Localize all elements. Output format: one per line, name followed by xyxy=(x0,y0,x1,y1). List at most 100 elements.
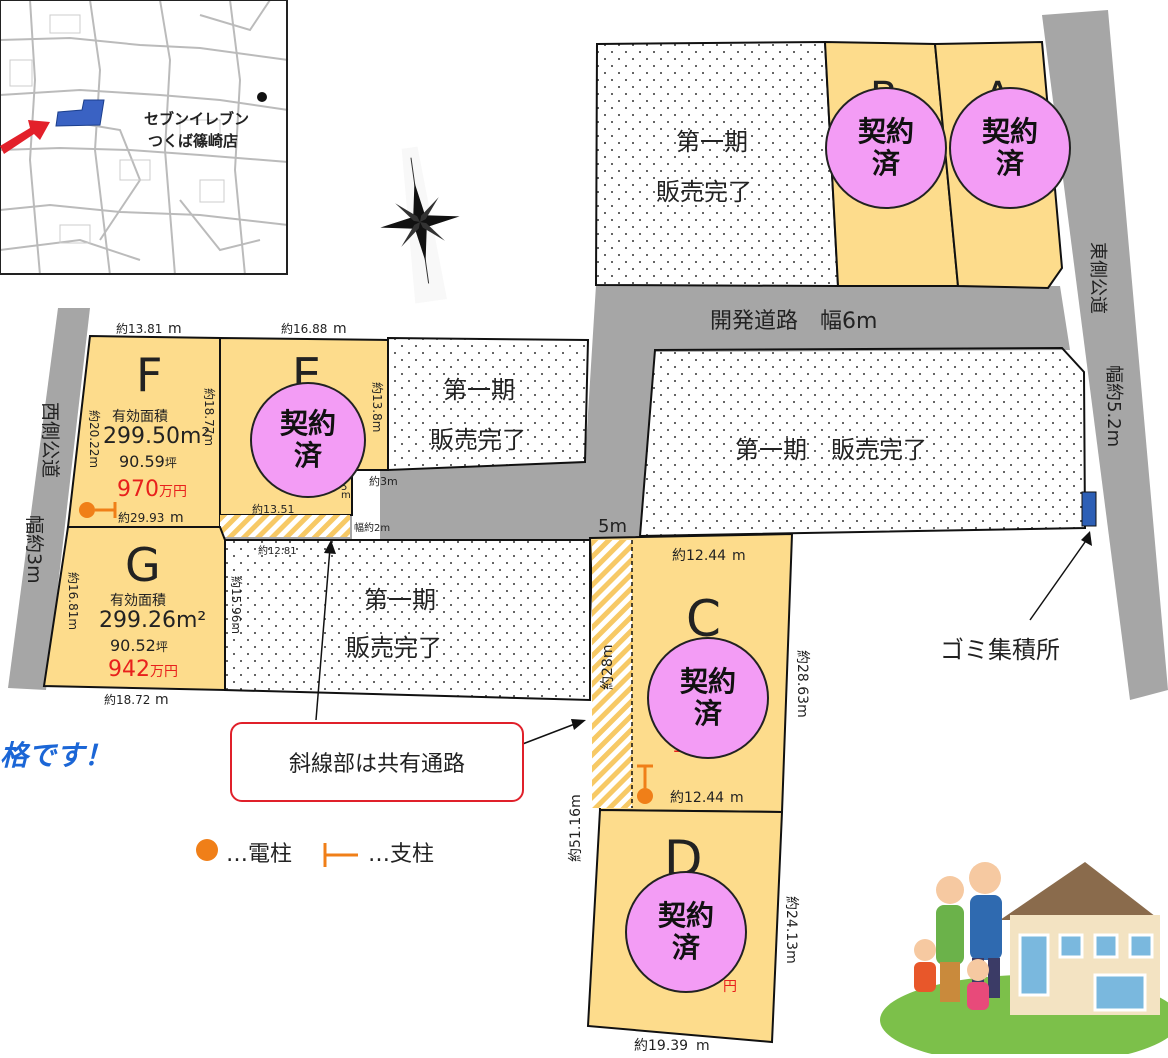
store-name-line2: つくば篠崎店 xyxy=(148,132,239,150)
contract-badge-line2: 済 xyxy=(995,147,1024,180)
garbage-point-label: ゴミ集積所 xyxy=(940,636,1060,664)
legend-pole-icon xyxy=(196,839,218,861)
dim-c-bottom: 約12.44 xyxy=(670,790,724,806)
dim-e-side: 約18.77m xyxy=(202,388,217,446)
lot-f-tsubo-unit: 坪 xyxy=(164,456,177,470)
compass-rose-icon xyxy=(380,146,460,304)
dim-g-top-inner: 約12.81 xyxy=(258,544,297,557)
lot-f-tsubo-value: 90.59 xyxy=(119,452,165,471)
location-arrow-icon xyxy=(0,120,50,154)
lot-f-area-unit: m² xyxy=(179,424,211,449)
lot-f-letter: F xyxy=(136,348,163,402)
sold-area-east xyxy=(638,346,1087,538)
lot-f-tsubo: 90.59坪 xyxy=(119,452,177,471)
hatched-shared-path-f xyxy=(220,515,350,537)
contract-badge-line2: 済 xyxy=(293,439,322,472)
legend-pole-label: …電柱 xyxy=(226,842,293,867)
lot-f-price-value: 970 xyxy=(117,477,159,502)
contract-badge-line2: 済 xyxy=(671,931,700,964)
inset-location-map xyxy=(0,0,289,276)
dim-d-bottom: 約19.39 xyxy=(634,1038,688,1054)
store-marker-icon xyxy=(257,92,267,102)
dim-unit-g-bottom: m xyxy=(155,692,169,708)
lot-f-price: 970万円 xyxy=(117,477,187,502)
sold-middle-line2: 販売完了 xyxy=(430,426,526,454)
contract-badge-line1: 契約 xyxy=(279,406,336,440)
contract-badge-line1: 契約 xyxy=(679,664,736,698)
contract-badge-line2: 済 xyxy=(871,147,900,180)
dim-path-3m: 約3m xyxy=(369,474,398,488)
east-road-name: 東側公道 xyxy=(1087,242,1108,314)
contract-badge-e: 契約 済 xyxy=(250,382,366,498)
sold-north-line2: 販売完了 xyxy=(656,178,752,206)
gap-5m-label: 5m xyxy=(598,516,627,537)
dim-f-top: 約13.81 xyxy=(116,321,162,336)
lot-g-area-m2: 299.26m² xyxy=(99,608,206,633)
east-road-width: 幅約5.2m xyxy=(1103,365,1124,447)
lot-g-letter: G xyxy=(125,538,161,592)
lot-g-price-unit: 万円 xyxy=(150,664,178,680)
dim-unit-e-top: m xyxy=(333,321,347,337)
dim-f-side: 約20.22m xyxy=(87,410,102,468)
lot-d-price-unit: 円 xyxy=(723,979,737,995)
dim-e-bottom: 約13.51 xyxy=(252,502,295,516)
store-name-line1: セブンイレブン xyxy=(144,110,250,128)
dim-unit-c-top: m xyxy=(732,548,746,564)
dim-c-top: 約12.44 xyxy=(672,548,726,564)
dim-unit-f-top: m xyxy=(168,321,182,337)
west-road-name: 西側公道 xyxy=(39,402,61,478)
development-road-label: 開発道路 幅6m xyxy=(710,309,878,334)
dim-d-left: 約51.16m xyxy=(568,794,584,862)
contract-badge-b: 契約 済 xyxy=(825,87,947,209)
dim-f-bottom: 約29.93 xyxy=(118,510,164,525)
west-road-width: 幅約3m xyxy=(23,515,45,584)
dim-d-right: 約24.13m xyxy=(783,896,799,964)
hatched-shared-path-c xyxy=(592,540,632,808)
legend-support-label: …支柱 xyxy=(368,842,435,867)
contract-badge-line1: 契約 xyxy=(857,114,914,148)
lot-f-price-unit: 万円 xyxy=(159,484,187,500)
lot-g-tsubo-value: 90.52 xyxy=(110,636,156,655)
lot-g xyxy=(42,526,226,692)
dim-unit-c-bottom: m xyxy=(730,790,744,806)
contract-badge-line1: 契約 xyxy=(657,898,714,932)
dim-small-m: m xyxy=(341,490,351,501)
dim-path-2m: 幅約2m xyxy=(354,521,390,534)
lot-g-area-unit: m² xyxy=(175,608,207,633)
dim-g-bottom: 約18.72 xyxy=(104,692,150,707)
site-location-marker xyxy=(55,99,105,127)
dim-small-5: 5 xyxy=(341,482,347,493)
shared-path-callout: 斜線部は共有通路 xyxy=(230,722,524,802)
sold-east-label: 第一期 販売完了 xyxy=(735,436,927,464)
sold-west-line1: 第一期 xyxy=(364,586,436,614)
lot-g-price-value: 942 xyxy=(108,657,150,682)
lot-f-area-value: 299.50 xyxy=(103,424,180,449)
east-public-road xyxy=(1042,10,1168,700)
sold-west-line2: 販売完了 xyxy=(346,634,442,662)
sold-north-line1: 第一期 xyxy=(676,128,748,156)
utility-pole-icon xyxy=(637,788,653,804)
contract-badge-c: 契約 済 xyxy=(647,637,769,759)
utility-pole-icon xyxy=(79,502,95,518)
sold-area-north xyxy=(594,40,840,288)
sold-middle-line1: 第一期 xyxy=(443,376,515,404)
sold-area-west xyxy=(224,539,591,702)
contract-badge-line2: 済 xyxy=(693,697,722,730)
dim-c-path: 約28m xyxy=(600,645,616,690)
dim-g-side: 約16.81m xyxy=(66,572,81,630)
contract-badge-line1: 契約 xyxy=(981,114,1038,148)
lot-g-tsubo: 90.52坪 xyxy=(110,636,168,655)
lot-g-area-value: 299.26 xyxy=(99,608,176,633)
lot-g-price: 942万円 xyxy=(108,657,178,682)
west-public-road xyxy=(8,308,90,690)
dim-c-right: 約28.63m xyxy=(794,650,810,718)
dim-g-inner-side: 約15.96m xyxy=(229,576,244,634)
dim-unit-f-bottom: m xyxy=(170,510,184,526)
contract-badge-d: 契約 済 xyxy=(625,871,747,993)
lot-f-area-label: 有効面積 xyxy=(112,409,168,425)
lot-f-area-m2: 299.50m² xyxy=(103,424,210,449)
family-house-illustration xyxy=(880,862,1168,1058)
dim-e-right: 約13.8m xyxy=(370,382,385,432)
contract-badge-a: 契約 済 xyxy=(949,87,1071,209)
headline-fragment: 格です！ xyxy=(0,739,113,772)
